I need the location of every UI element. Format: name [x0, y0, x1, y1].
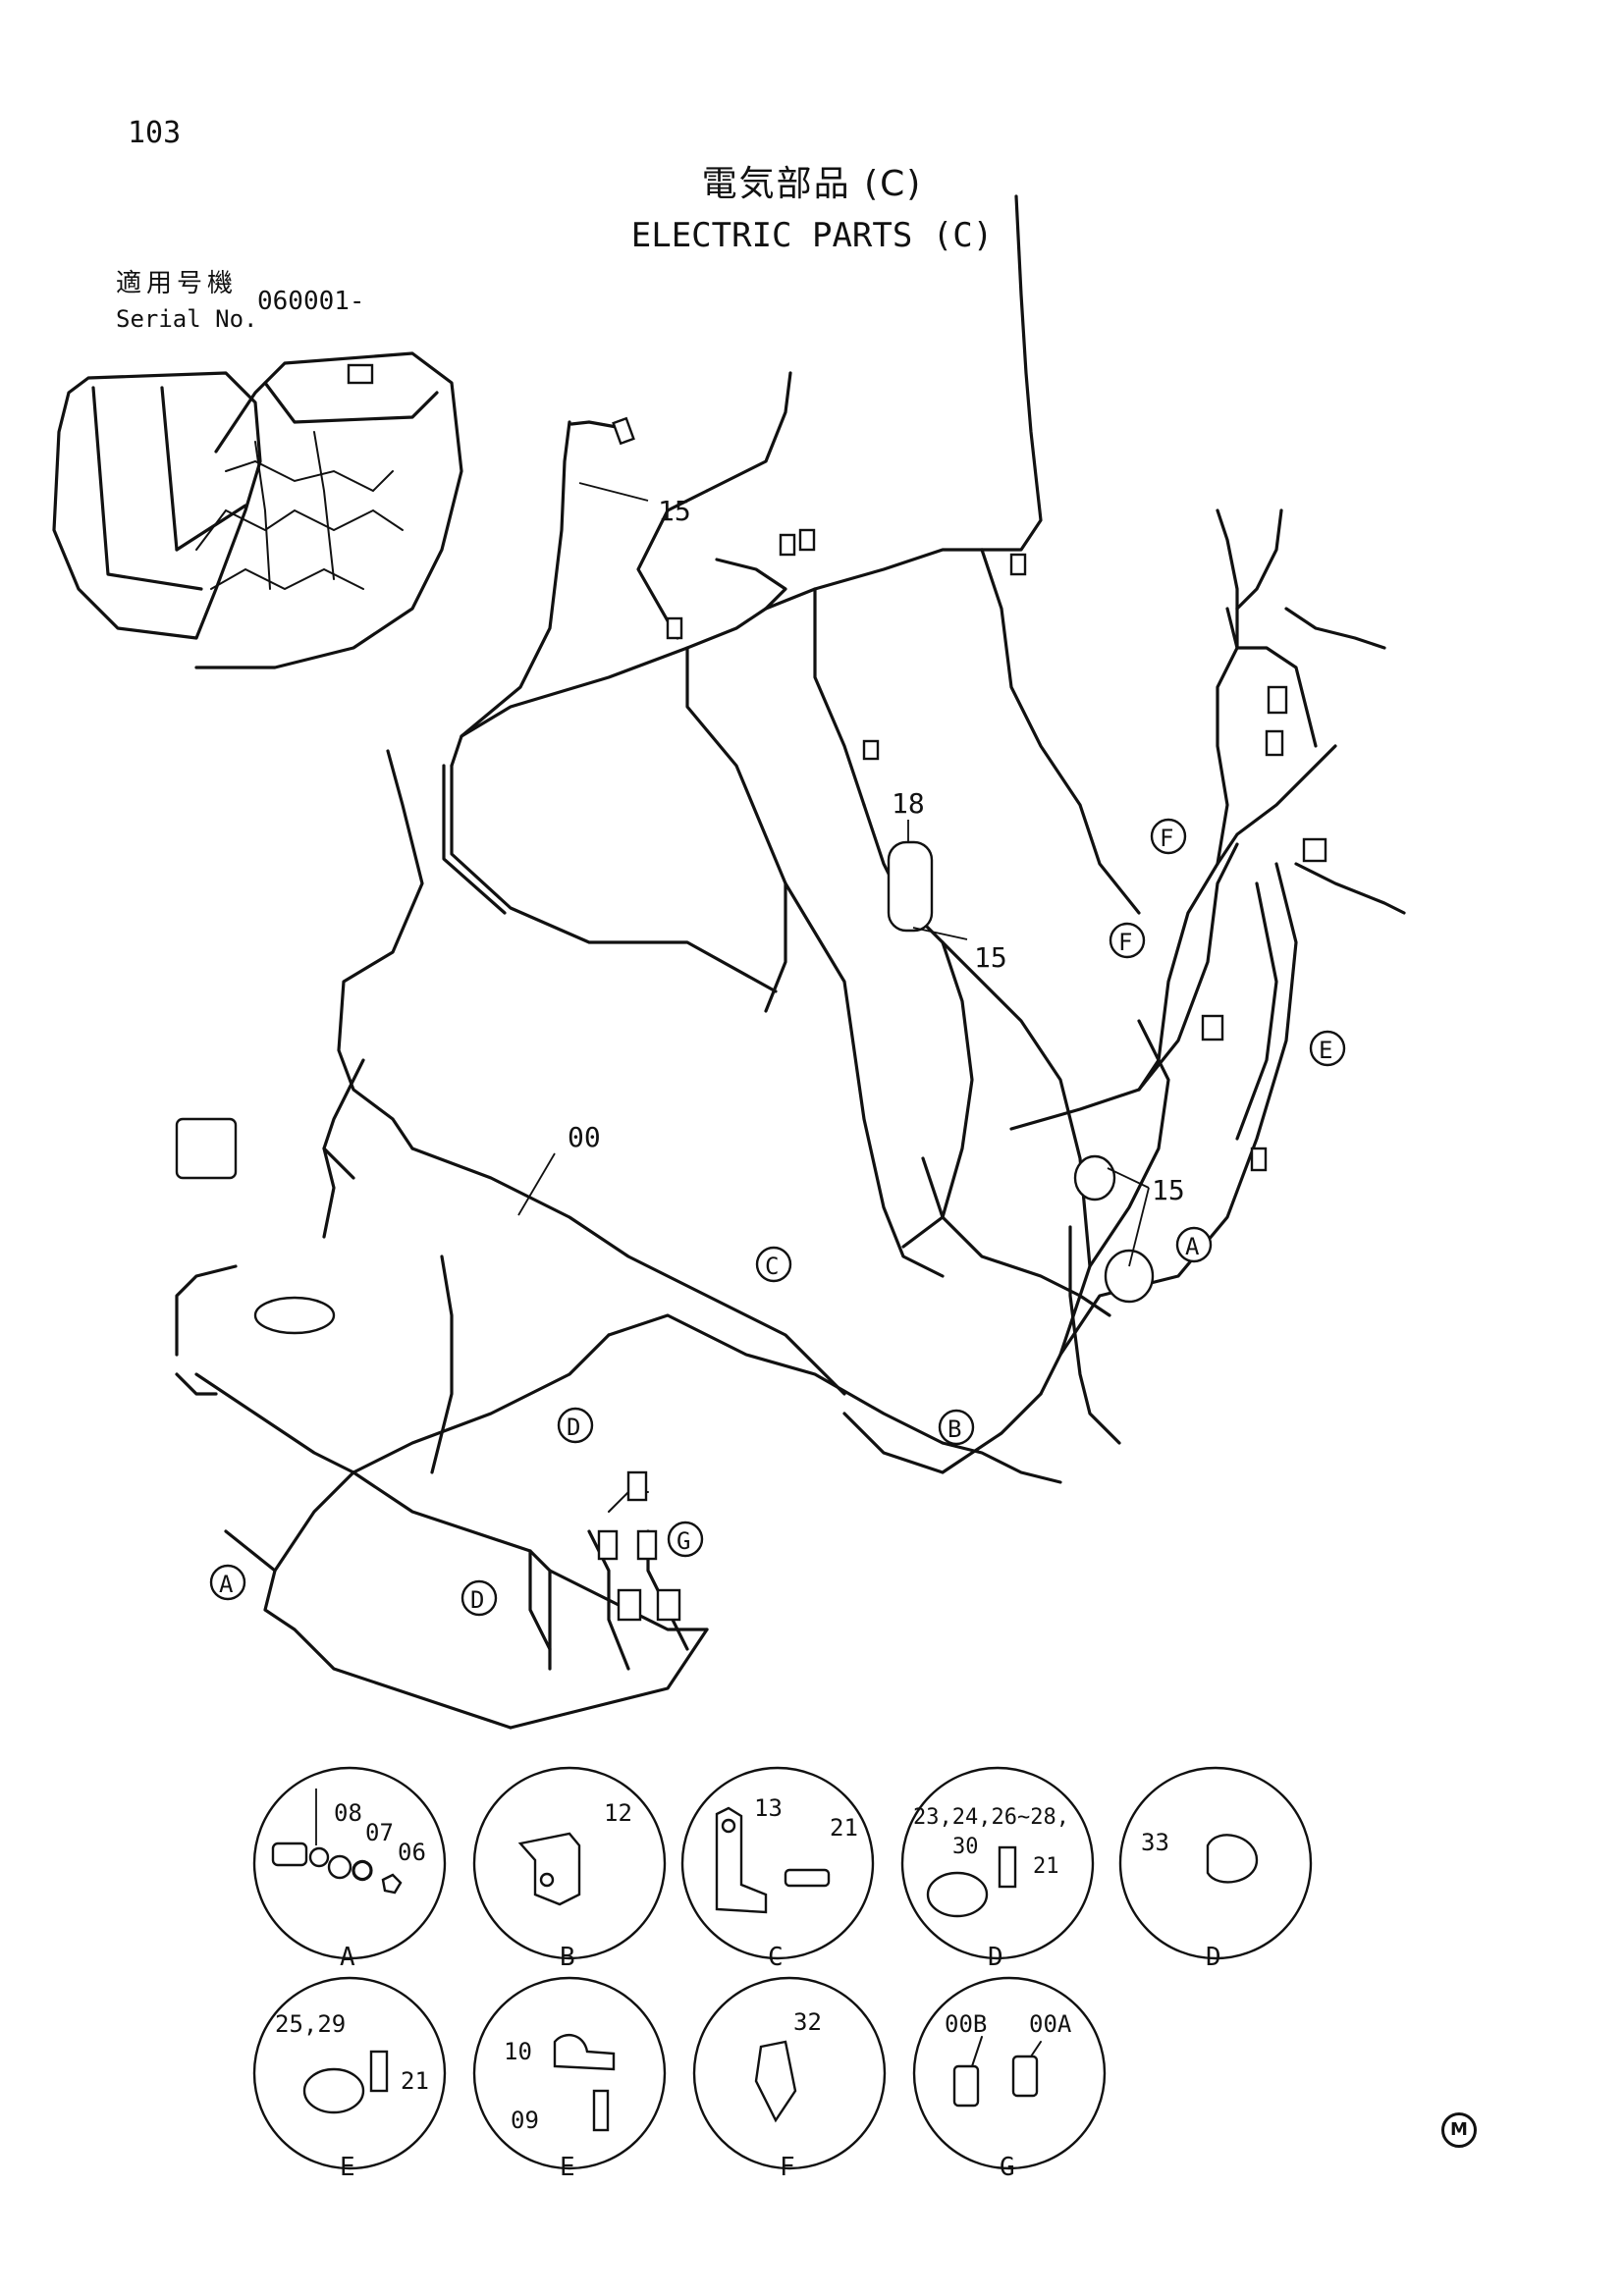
detail-d2-letter: D — [1206, 1943, 1221, 1972]
marker-d-lower: D — [470, 1586, 484, 1614]
main-harness — [322, 194, 1406, 1474]
callout-15-right: 15 — [1152, 1174, 1185, 1206]
detail-d-clip: 23,24,26~28, 30 21 D — [900, 1766, 1095, 1972]
title-english: ELECTRIC PARTS (C) — [630, 216, 994, 255]
detail-g: 00B 00A G — [912, 1976, 1107, 2182]
detail-b: 12 B — [472, 1766, 667, 1972]
detail-e2-label-10: 10 — [504, 2038, 532, 2065]
callout-15-top: 15 — [658, 495, 691, 527]
marker-a-left: A — [219, 1571, 234, 1598]
detail-d-label-23: 23,24,26~28, — [913, 1805, 1069, 1830]
detail-d2-label-33: 33 — [1141, 1829, 1169, 1856]
marker-f-lower: F — [1118, 929, 1132, 956]
marker-f-upper: F — [1160, 825, 1173, 852]
excavator-thumbnail — [52, 351, 463, 669]
detail-d-label-30: 30 — [952, 1835, 979, 1859]
detail-a: 08 07 06 A — [252, 1766, 447, 1972]
serial-label-block: 適用号機 Serial No. — [116, 263, 258, 333]
marker-a-right: A — [1185, 1233, 1200, 1260]
detail-d-clamp: 33 D — [1118, 1766, 1313, 1972]
callout-15-middle: 15 — [974, 941, 1007, 974]
marker-g: G — [677, 1527, 690, 1555]
detail-a-letter: A — [340, 1943, 355, 1972]
title-block: 電気部品 (C) ELECTRIC PARTS (C) — [0, 155, 1624, 255]
serial-label-english: Serial No. — [116, 305, 258, 333]
callout-18: 18 — [892, 787, 925, 820]
detail-f-label-32: 32 — [793, 2008, 822, 2036]
title-japanese: 電気部品 (C) — [701, 164, 923, 204]
detail-b-label-12: 12 — [604, 1799, 632, 1827]
marker-d-upper: D — [567, 1414, 580, 1441]
part-callouts: 15 15 15 18 00 — [517, 482, 1185, 1267]
marker-c: C — [765, 1253, 779, 1280]
detail-g-label-00b: 00B — [945, 2010, 987, 2038]
serial-number-value: 060001- — [257, 287, 365, 316]
detail-c-label-21: 21 — [830, 1814, 858, 1842]
detail-c-label-13: 13 — [754, 1794, 783, 1822]
detail-e-bolt: 25,29 21 E — [252, 1976, 447, 2182]
detail-f: 32 F — [692, 1976, 887, 2182]
marker-e: E — [1319, 1037, 1332, 1064]
detail-g-label-00a: 00A — [1029, 2010, 1072, 2038]
detail-a-label-08: 08 — [334, 1799, 362, 1827]
marker-b: B — [947, 1415, 961, 1443]
detail-g-letter: G — [1000, 2153, 1015, 2182]
detail-f-letter: F — [780, 2153, 795, 2182]
detail-c-letter: C — [768, 1943, 784, 1972]
callout-00: 00 — [568, 1121, 601, 1153]
detail-b-letter: B — [560, 1943, 575, 1972]
serial-label-japanese: 適用号機 — [116, 269, 239, 298]
harness-parts — [175, 416, 1327, 1622]
detail-e2-label-09: 09 — [511, 2107, 539, 2134]
detail-a-label-07: 07 — [365, 1819, 394, 1846]
detail-d-letter: D — [988, 1943, 1003, 1972]
detail-e2-letter: E — [560, 2153, 575, 2182]
page-number: 103 — [128, 116, 182, 150]
detail-e-label-21: 21 — [401, 2067, 429, 2095]
detail-a-label-06: 06 — [398, 1839, 426, 1866]
footer-m-mark: M — [1441, 2112, 1477, 2148]
detail-e-clip: 10 09 E — [472, 1976, 667, 2182]
detail-c: 13 21 C — [680, 1766, 875, 1972]
location-markers: F F E A C B D G D A — [209, 818, 1346, 1617]
detail-d-label-21: 21 — [1033, 1854, 1059, 1879]
detail-e-label-25: 25,29 — [275, 2010, 346, 2038]
detail-e-letter: E — [340, 2153, 355, 2182]
